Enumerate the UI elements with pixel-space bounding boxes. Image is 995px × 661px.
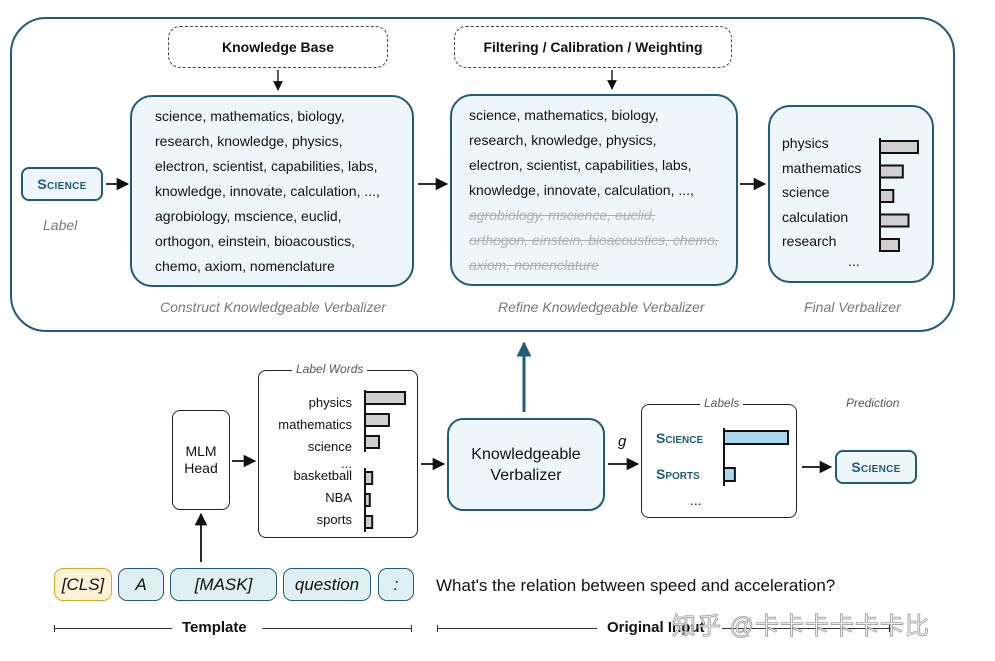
word-line: electron, scientist, capabilities, labs, (155, 158, 378, 174)
label-word: NBA (325, 490, 352, 505)
final-word-bar (879, 213, 910, 228)
label-caption: Label (43, 217, 78, 233)
knowledge-base-box: Knowledge Base (168, 26, 388, 68)
label-word-ellipsis: ... (341, 456, 352, 471)
label-word-bars (364, 390, 406, 532)
removed-word-line: orthogon, einstein, bioacoustics, chemo, (469, 232, 719, 248)
word-line: knowledge, innovate, calculation, ..., (469, 182, 694, 198)
label-words-title: Label Words (292, 362, 368, 376)
label-words-list-bottom: basketball NBA sports (262, 465, 352, 531)
label-word-bar (364, 413, 390, 427)
labels-title: Labels (700, 396, 744, 410)
final-word: calculation (782, 208, 849, 225)
word-line: electron, scientist, capabilities, labs, (469, 157, 692, 173)
knowledgeable-verbalizer-box: Knowledgeable Verbalizer (447, 418, 605, 511)
label-word-bar (364, 515, 374, 529)
label-word-bar (364, 493, 371, 507)
final-word-ellipsis: ... (848, 252, 860, 269)
word-line: orthogon, einstein, bioacoustics, (155, 233, 356, 249)
final-verbalizer-box: physics mathematics science calculation … (768, 105, 934, 283)
final-word: research (782, 233, 837, 249)
mlm-head-box: MLM Head (172, 410, 230, 510)
knowledgeable-verbalizer-panel (10, 17, 955, 332)
final-word: mathematics (782, 159, 862, 176)
word-line: agrobiology, mscience, euclid, (155, 208, 342, 224)
refine-verbalizer-box: science, mathematics, biology, research,… (450, 94, 738, 286)
label-word-bar (364, 471, 374, 485)
label-word: science (307, 439, 352, 454)
word-line: science, mathematics, biology, (155, 108, 345, 124)
final-word-bar (879, 189, 895, 203)
final-verbalizer-bars (879, 138, 919, 252)
science-label-pill: Science (21, 167, 103, 201)
template-caption: Template (182, 619, 247, 636)
label-score-bars (723, 428, 789, 486)
word-line: research, knowledge, physics, (469, 132, 657, 148)
mlm-head-line1: MLM (185, 443, 217, 459)
final-caption: Final Verbalizer (804, 299, 901, 315)
word-line: science, mathematics, biology, (469, 107, 659, 123)
label-score-bar (723, 467, 736, 482)
final-word: physics (782, 135, 829, 151)
ruler-tick (889, 625, 890, 632)
labels-ellipsis: ... (690, 492, 702, 508)
label-word: basketball (293, 468, 352, 483)
filtering-box: Filtering / Calibration / Weighting (454, 26, 732, 68)
template-ruler-right (262, 628, 412, 629)
final-word: science (782, 184, 830, 200)
label-word-bar (364, 435, 380, 449)
kv-line1: Knowledgeable (471, 445, 581, 463)
template-ruler-left (54, 628, 172, 629)
final-word-bar (879, 164, 904, 179)
token-colon: : (378, 568, 414, 601)
word-line: research, knowledge, physics, (155, 133, 343, 149)
label-word: physics (308, 395, 352, 410)
label-word: sports (316, 512, 352, 527)
removed-word-line: axiom, nomenclature (469, 257, 599, 273)
label-science: Science (656, 430, 704, 446)
labels-box (641, 404, 797, 518)
ruler-tick (437, 625, 438, 632)
token-question: question (283, 568, 371, 601)
token-mask: [MASK] (170, 568, 277, 601)
label-words-list-top: physics mathematics science ... (262, 392, 352, 470)
ruler-tick (54, 625, 55, 632)
input-ruler-right (722, 628, 890, 629)
label-score-bar (723, 430, 789, 445)
construct-caption: Construct Knowledgeable Verbalizer (160, 299, 386, 315)
removed-word-line: agrobiology, mscience, euclid, (469, 207, 656, 223)
g-function-label: g (618, 433, 627, 450)
prediction-pill: Science (835, 450, 917, 484)
label-word: mathematics (278, 417, 352, 432)
token-a: A (118, 568, 164, 601)
ruler-tick (411, 625, 412, 632)
construct-verbalizer-box: science, mathematics, biology, research,… (130, 95, 414, 287)
final-word-bar (879, 238, 900, 252)
refine-caption: Refine Knowledgeable Verbalizer (498, 299, 705, 315)
original-input-caption: Original Input (607, 619, 705, 636)
word-line: knowledge, innovate, calculation, ..., (155, 183, 380, 199)
mlm-head-line2: Head (184, 460, 218, 476)
input-sentence: What's the relation between speed and ac… (436, 576, 836, 595)
label-sports: Sports (656, 466, 700, 482)
prediction-title: Prediction (846, 396, 900, 410)
watermark: 知乎 @卡卡卡卡卡卡比 (671, 613, 931, 641)
input-ruler-left (437, 628, 597, 629)
token-cls: [CLS] (54, 568, 112, 601)
word-line: chemo, axiom, nomenclature (155, 258, 335, 274)
label-word-bar (364, 391, 406, 405)
kv-line2: Verbalizer (490, 466, 562, 484)
final-word-bar (879, 140, 919, 154)
